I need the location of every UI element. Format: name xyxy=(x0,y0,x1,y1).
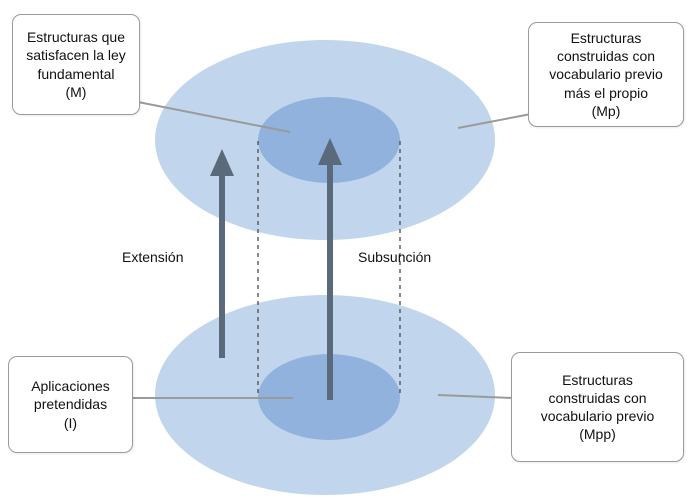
callout-m-leader xyxy=(137,101,291,133)
m-ellipse xyxy=(258,97,400,183)
callout-i: Aplicaciones pretendidas (I) xyxy=(8,356,133,453)
callout-i-text: Aplicaciones pretendidas (I) xyxy=(31,378,110,431)
callout-mpp-leader xyxy=(437,394,514,399)
extension-arrow-head xyxy=(210,149,234,176)
callout-mpp-text: Estructuras construidas con vocabulario … xyxy=(540,371,655,443)
callout-mp-text: Estructuras construidas con vocabulario … xyxy=(549,30,663,119)
subsumption-label: Subsunción xyxy=(358,249,432,265)
subsumption-arrow-head xyxy=(318,138,342,165)
callout-m: Estructuras que satisfacen la ley fundam… xyxy=(12,14,140,115)
callout-mpp: Estructuras construidas con vocabulario … xyxy=(511,352,684,462)
callout-mp: Estructuras construidas con vocabulario … xyxy=(528,22,684,127)
callout-mp-leader xyxy=(457,113,532,129)
extension-label: Extensión xyxy=(122,249,184,265)
callout-m-text: Estructuras que satisfacen la ley fundam… xyxy=(26,29,126,100)
